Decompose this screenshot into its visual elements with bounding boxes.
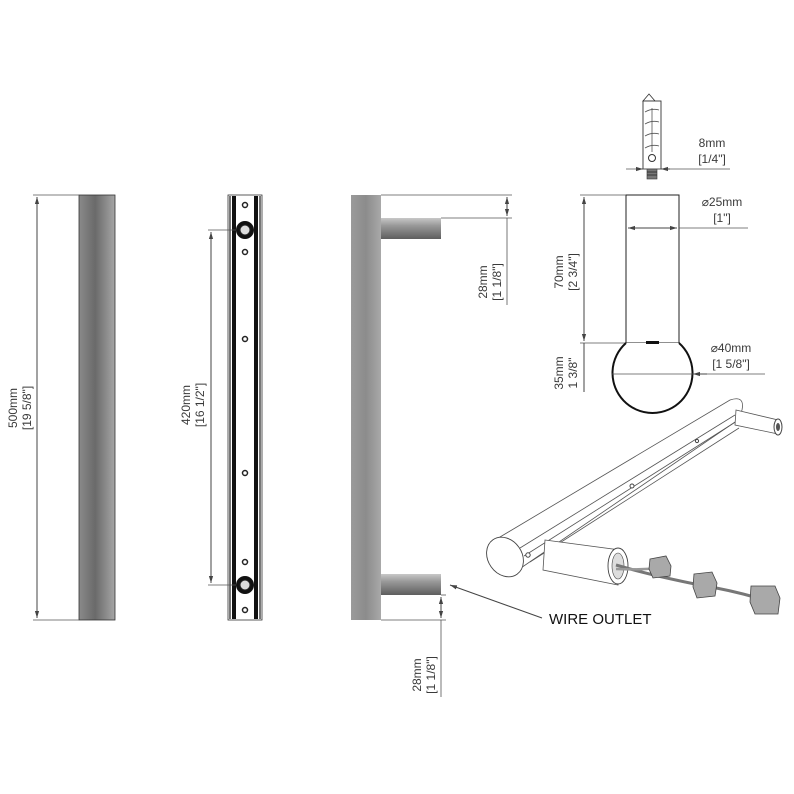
bar-cross-section — [611, 342, 694, 414]
post-dia-in-label: [1"] — [713, 211, 731, 225]
bar-dia-mm-label: ⌀40mm — [711, 341, 752, 355]
screw-dia-in-label: [1/4"] — [698, 152, 726, 166]
handle-bar-side — [78, 194, 116, 621]
iso-standoff-far — [734, 409, 779, 435]
profile-view: 28mm [1 1/8"] 28mm [1 1/8"] WIRE OUTLET — [351, 194, 652, 697]
post-height-mm-label: 70mm — [552, 255, 566, 288]
standoff-detail: 8mm [1/4"] ⌀25mm [1"] 70mm [2 3/4"] ⌀40m… — [552, 93, 765, 414]
iso-standoff-near — [542, 539, 621, 586]
top-offset-in-label: [1 1/8"] — [490, 263, 504, 301]
standoff-post-top — [381, 218, 441, 239]
spacing-in-label: [16 1/2"] — [193, 383, 207, 427]
spacing-mm-label: 420mm — [179, 385, 193, 425]
bar-height-in-label: 1 3/8" — [566, 358, 580, 389]
length-in-label: [19 5/8"] — [20, 386, 34, 430]
bar-height-mm-label: 35mm — [552, 356, 566, 389]
standoff-post — [625, 194, 680, 344]
bar-dia-in-label: [1 5/8"] — [712, 357, 750, 371]
bottom-offset-mm-label: 28mm — [410, 658, 424, 691]
post-height-in-label: [2 3/4"] — [566, 253, 580, 291]
handle-bar-profile — [351, 195, 381, 620]
iso-bar-end — [486, 536, 524, 578]
isometric-view — [486, 398, 783, 615]
length-mm-label: 500mm — [6, 388, 20, 428]
bottom-offset-in-label: [1 1/8"] — [424, 656, 438, 694]
side-view: 500mm [19 5/8"] — [6, 194, 116, 621]
wire-outlet-label: WIRE OUTLET — [549, 611, 652, 628]
iso-connectors — [648, 555, 781, 615]
post-dia-mm-label: ⌀25mm — [702, 195, 743, 209]
hanger-bolt — [642, 93, 662, 180]
top-offset-mm-label: 28mm — [476, 265, 490, 298]
wire-outlet-leader — [449, 584, 543, 619]
back-view: 420mm [16 1/2"] — [179, 194, 263, 621]
mounting-holes — [241, 201, 249, 614]
screw-dia-mm-label: 8mm — [699, 136, 726, 150]
standoff-post-bottom — [381, 574, 441, 595]
